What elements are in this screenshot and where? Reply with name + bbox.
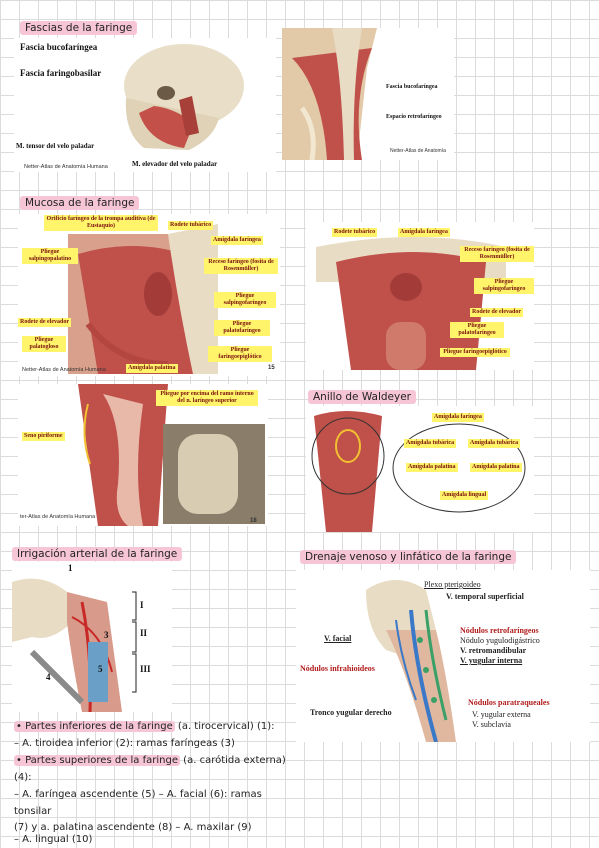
section-title-mucosa: Mucosa de la faringe [20,196,140,210]
section-title-fascias: Fascias de la faringe [20,21,138,35]
label-amigdala-faringea-right: Amígdala faríngea [398,228,450,237]
mucosa-posterior-figure: Rodete tubárico Amígdala faríngea Receso… [306,222,534,370]
skull-illustration [124,44,244,150]
label-nodulos-retrofaringeos: Nódulos retrofaríngeos [460,626,539,635]
level-I: I [140,600,144,610]
label-seno-piriforme: Seno piriforme [22,432,65,441]
label-tronco-yugular-derecho: Tronco yugular derecho [310,708,392,717]
caption-netter-4: ter-Atlas de Anatomía Humana [20,514,96,520]
level-brackets [132,591,137,693]
caption-netter-1: Netter-Atlas de Anatomía Humana [24,164,108,170]
label-pliegue-ramo-laringeo: Pliegue por encima del ramo interno del … [156,390,258,406]
note-line-2: – A. tiroidea inferior (2): ramas faríng… [14,738,235,749]
skull-figure: Fascia bucofaríngea Fascia faringobasila… [14,38,276,172]
label-rodete-elevador-left: Rodete de elevador [18,318,71,327]
note-line-7: (7) y a. palatina ascendente (8) – A. ma… [14,822,252,833]
note-line-5: – A. faríngea ascendente (5) – A. facial… [14,789,262,800]
label-fascia-bucofaringea-right: Fascia bucofaríngea [386,84,438,90]
label-nodulos-paratraqueales: Nódulos paratraqueales [468,698,550,707]
label-tensor-velo: M. tensor del velo paladar [16,142,95,150]
label-pliegue-salpingofaringeo-left: Pliegue salpingofaríngeo [214,292,276,308]
label-waldeyer-amigdala-palatina-1: Amígdala palatina [406,463,458,472]
label-v-facial: V. facial [324,634,352,643]
label-receso-faringeo-left: Receso faríngeo (fosita de Rosenmüller) [204,258,278,274]
label-nodulos-infrahioideos: Nódulos infrahioideos [300,664,375,673]
label-waldeyer-amigdala-tubarica-2: Amígdala tubárica [468,439,521,448]
page-number-15: 15 [268,365,275,371]
irrigacion-number-1: 1 [68,563,73,573]
irrigacion-number-5: 5 [98,664,103,674]
caption-netter-3: Netter-Atlas de Anatomía Humana [22,367,106,373]
irrigacion-number-4: 4 [46,672,51,682]
mucosa-sagittal-figure: Orificio faríngeo de la trompa auditiva … [18,214,280,376]
bullet-fascia-bucofaringea: Fascia bucofaríngea [20,42,98,52]
label-v-retromandibular: V. retromandibular [460,646,527,655]
label-elevador-velo: M. elevador del velo paladar [132,160,218,168]
irrigacion-illustration [12,578,122,712]
label-waldeyer-amigdala-faringea: Amígdala faríngea [432,413,484,422]
label-pliegue-palatofaringeo-right: Pliegue palatofaríngeo [450,322,504,338]
label-pliegue-salpingopalatino: Pliegue salpingopalatino [22,248,78,264]
section-title-drenaje: Drenaje venoso y linfático de la faringe [300,550,517,564]
laringe-illustration [78,384,265,526]
pharynx-lateral-illustration [282,28,377,160]
label-pliegue-faringoepiglotico-right: Pliegue faringoepiglótico [440,348,510,357]
label-espacio-retrofaringeo: Espacio retrofaríngeo [386,114,442,120]
label-rodete-tubarico-left: Rodete tubárico [168,221,214,230]
note-line-8: – A. lingual (10) [14,834,93,845]
label-waldeyer-amigdala-palatina-2: Amígdala palatina [470,463,522,472]
laringe-figure: Seno piriforme Pliegue por encima del ra… [18,384,268,526]
waldeyer-illustration [311,411,526,532]
level-II: II [140,628,148,638]
label-v-subclavia: V. subclavia [472,720,511,729]
caption-netter-2: Netter-Atlas de Anatomía [390,148,446,154]
label-rodete-tubarico-right: Rodete tubárico [332,228,378,237]
pharynx-lateral-figure: Fascia bucofaríngea Espacio retrofarínge… [282,28,454,160]
label-v-yugular-externa: V. yugular externa [472,710,531,719]
label-v-temporal-superficial: V. temporal superficial [446,592,524,601]
label-pliegue-palatogloso: Pliegue palatogloso [22,336,66,352]
label-pliegue-palatofaringeo-left: Pliegue palatofaríngeo [214,320,270,336]
label-nodulo-yugulodigastrico: Nódulo yugulodigástrico [460,636,540,645]
waldeyer-figure: Amígdala faríngea Amígdala tubárica Amíg… [306,406,534,532]
irrigacion-figure: 1 3 4 5 I II III [12,562,172,712]
label-amigdala-faringea-left: Amígdala faríngea [211,236,263,245]
section-title-waldeyer: Anillo de Waldeyer [308,390,416,404]
drenaje-illustration [366,580,456,742]
drenaje-figure: Plexo pterigoideo V. temporal superficia… [296,570,590,742]
label-receso-faringeo-right: Receso faríngeo (fosita de Rosenmüller) [460,246,534,262]
note-line-1: • Partes inferiores de la faringe (a. ti… [14,721,275,732]
label-v-yugular-interna: V. yugular interna [460,656,523,665]
mucosa-sagittal-illustration [68,224,218,374]
label-rodete-elevador-right: Rodete de elevador [470,308,523,317]
irrigacion-number-3: 3 [104,630,109,640]
label-pliegue-salpingofaringeo-right: Pliegue salpingofaríngeo [474,278,534,294]
label-waldeyer-amigdala-lingual: Amígdala lingual [440,491,489,500]
mucosa-posterior-illustration [316,237,506,370]
note-line-3: • Partes superiores de la faringe (a. ca… [14,755,286,766]
page-number-18: 18 [250,518,257,524]
note-line-4: (4): [14,772,32,783]
bullet-fascia-faringobasilar: Fascia faringobasilar [20,68,102,78]
label-plexo-pterigoideo: Plexo pterigoideo [424,580,481,589]
note-line-6: tonsilar [14,806,52,817]
section-title-irrigacion: Irrigación arterial de la faringe [12,547,183,561]
label-amigdala-palatina-left: Amígdala palatina [126,364,178,373]
label-waldeyer-amigdala-tubarica-1: Amígdala tubárica [404,439,457,448]
level-III: III [140,664,151,674]
label-pliegue-faringoepiglotico-left: Pliegue faringoepiglótico [208,346,272,362]
label-orificio-faringeo: Orificio faríngeo de la trompa auditiva … [44,215,158,231]
